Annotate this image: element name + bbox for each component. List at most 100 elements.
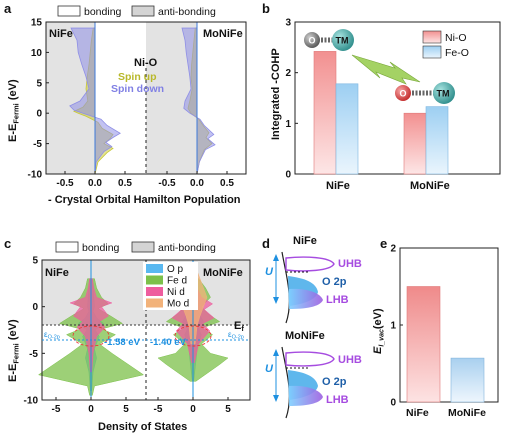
legend-bonding-swatch [57, 5, 81, 17]
lightning-arrow [351, 54, 421, 85]
diagram-nife-u-arrow-up [273, 254, 279, 261]
plot-c-eo2p-right: εO-2p [228, 330, 244, 341]
panel-d-band-diagram: d NiFe U UHB O 2p LHB MoNiFe U UHB O 2p … [262, 235, 362, 419]
legend-bonding-label: bonding [84, 6, 122, 18]
diagram-nife-uhb: UHB [338, 258, 362, 270]
plot-e-bars [406, 286, 485, 403]
panel-a-cohp: a bonding anti-bonding NiFe MoNiFe Ni-O … [4, 1, 247, 206]
plot-a-nife-label: NiFe [49, 28, 73, 40]
plot-b-ytick-label: 1 [285, 119, 291, 130]
plot-b-cat-monife: MoNiFe [410, 180, 450, 192]
plot-c-ytick-label: -5 [29, 349, 38, 360]
diagram-monife-title: MoNiFe [285, 330, 325, 342]
legend-antibonding-label: anti-bonding [158, 6, 216, 18]
plot-a-ytick-label: 5 [36, 78, 42, 89]
panel-e-vacancy-energy: e 012 EI_vac(eV) NiFe MoNiFe [372, 236, 499, 419]
panel-e-letter: e [380, 236, 387, 251]
plot-c-xtick-label: -5 [154, 404, 163, 415]
tm-ball-2 [433, 82, 455, 104]
plot-c-xlabel: Density of States [98, 421, 187, 433]
plot-c-ytick-label: 0 [32, 302, 38, 313]
plot-b-cat-nife: NiFe [326, 180, 350, 192]
panel-d-letter: d [262, 236, 270, 251]
plot-a-ytick-label: 10 [31, 48, 43, 59]
plot-a-xtick-label: 0.0 [190, 178, 204, 189]
panel-c-letter: c [4, 236, 11, 251]
plot-a-ytick-label: 15 [31, 18, 43, 29]
diagram-monife-o2p: O 2p [322, 376, 347, 388]
plot-c-nife-eo2p-value: -1.58 eV [104, 337, 141, 348]
plot-c-ytick-label: 5 [32, 256, 38, 267]
plot-a-xtick-label: -0.5 [56, 178, 74, 189]
plot-b-bar-ni-o-nife [313, 51, 337, 175]
pdos-legend-mod-swatch [146, 298, 163, 308]
plot-a-xlabel: - Crystal Orbital Hamilton Population [48, 194, 241, 206]
plot-c-xtick-label: 5 [123, 404, 129, 415]
pdos-legend-op-label: O p [167, 264, 184, 275]
legend-fe-o-label: Fe-O [445, 47, 469, 59]
plot-c-xtick-label: 0 [88, 404, 94, 415]
legend-ni-o-swatch [422, 30, 442, 44]
plot-a-xtick-label: -0.5 [158, 178, 176, 189]
pdos-legend-fed-swatch [146, 275, 163, 285]
pdos-legend-fed-label: Fe d [167, 276, 187, 287]
pdos-legend-nid-label: Ni d [167, 287, 185, 298]
plot-c-xtick-label: -5 [52, 404, 61, 415]
plot-c-monife-label: MoNiFe [203, 267, 243, 279]
plot-c-yaxis: -10 -5 0 5 [24, 256, 45, 407]
plot-a-spin-up-label: Spin up [118, 71, 157, 83]
o-ball-2 [395, 85, 411, 101]
o-ball-1 [304, 32, 320, 48]
plot-c-ef-label: Ef [234, 320, 244, 333]
diagram-monife-uhb: UHB [338, 354, 362, 366]
plot-e-bar-monife [450, 357, 485, 403]
plot-c-series-nife-ni-d [69, 278, 92, 373]
plot-c-ylabel: E-EFermi (eV) [7, 319, 21, 382]
pdos-legend-mod-label: Mo d [167, 299, 189, 310]
legend-fe-o-swatch [422, 45, 442, 59]
plot-a-ylabel: E-EFermi (eV) [7, 79, 21, 142]
panel-a-letter: a [4, 1, 12, 16]
diagram-nife-uhb-lobe [285, 256, 335, 272]
plot-a-xtick-label: 0.0 [88, 178, 102, 189]
plot-c-xtick-label: 5 [225, 404, 231, 415]
plot-a-ytick-label: 0 [36, 109, 42, 120]
plot-b-ytick-label: 3 [285, 18, 291, 29]
panel-c-pdos: c bonding anti-bonding O p Fe d Ni d Mo … [4, 236, 251, 433]
o-ball-2-label: O [400, 89, 407, 99]
plot-c-ytick-label: -10 [24, 396, 39, 407]
plot-e-yaxis: 012 [390, 244, 403, 409]
diagram-nife-o2p: O 2p [322, 276, 347, 288]
plot-e-ytick-label: 2 [390, 244, 396, 255]
panel-b-letter: b [262, 1, 270, 16]
pdos-legend-op-swatch [146, 264, 163, 273]
plot-a-frame [45, 21, 247, 175]
plot-c-nife-label: NiFe [45, 267, 69, 279]
plot-c-xtick-label: 0 [190, 404, 196, 415]
plot-b-ytick-label: 2 [285, 68, 291, 79]
plot-e-bar-nife [406, 286, 441, 403]
plot-a-series-monife-spin-down [181, 27, 216, 175]
plot-c-eo2p-left: εO-2p [44, 330, 60, 341]
plot-e-ytick-label: 1 [390, 321, 396, 332]
plot-e-ylabel: EI_vac(eV) [372, 308, 386, 354]
plot-b-bar-fe-o-nife [335, 83, 359, 175]
plot-a-ytick-label: -5 [33, 139, 42, 150]
diagram-monife-lhb-lobe [289, 385, 323, 406]
plot-a-ytick-label: -10 [28, 170, 43, 181]
diagram-nife-u-label: U [265, 266, 274, 278]
plot-c-xaxis: -5 0 5 -5 0 5 [52, 397, 231, 415]
plot-c-series-nife-ni-d [90, 278, 113, 373]
o-ball-1-label: O [309, 36, 316, 46]
plot-a-spin-down-label: Spin down [111, 83, 164, 95]
legend-c-bonding-label: bonding [82, 242, 120, 254]
diagram-nife-title: NiFe [293, 235, 317, 247]
legend-antibonding-swatch [131, 5, 155, 17]
legend-ni-o-label: Ni-O [445, 32, 467, 44]
plot-c-nife-circle [72, 325, 110, 347]
diagram-monife-u-arrow-down [273, 395, 279, 402]
plot-a-nio-label: Ni-O [134, 57, 158, 69]
